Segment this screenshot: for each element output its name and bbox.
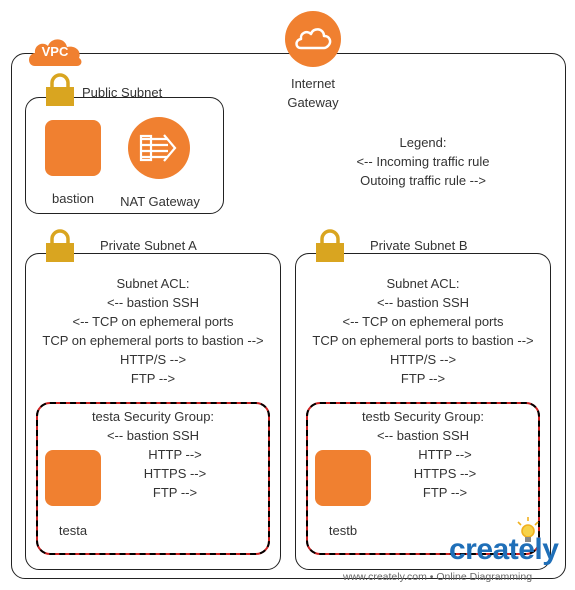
legend-incoming: <-- Incoming traffic rule bbox=[356, 154, 490, 169]
lock-icon bbox=[316, 229, 344, 262]
bastion-label: bastion bbox=[52, 191, 94, 206]
private-subnet-b-title: Private Subnet B bbox=[370, 238, 468, 253]
nat-gateway-icon[interactable] bbox=[128, 117, 190, 179]
creately-footer-url: www.creately.com • Online Diagramming bbox=[343, 571, 533, 583]
acl-line: Subnet ACL: bbox=[116, 276, 190, 291]
sg-rule: HTTPS --> bbox=[413, 466, 477, 481]
acl-line: <-- bastion SSH bbox=[106, 295, 200, 310]
testb-security-group-box bbox=[306, 402, 540, 555]
legend-title: Legend: bbox=[399, 135, 447, 150]
private-subnet-a-title: Private Subnet A bbox=[100, 238, 197, 253]
internet-gateway-label: Internet Gateway bbox=[263, 74, 363, 112]
acl-line: HTTP/S --> bbox=[389, 352, 457, 367]
legend-outgoing: Outoing traffic rule --> bbox=[360, 173, 486, 188]
vpc-boundary bbox=[11, 53, 566, 579]
public-subnet-box bbox=[25, 97, 224, 214]
testb-sg-title: testb Security Group: bbox=[361, 409, 485, 424]
nat-gateway-label: NAT Gateway bbox=[120, 194, 200, 209]
testb-instance-icon[interactable] bbox=[315, 450, 371, 506]
subnet-a-acl: Subnet ACL: <-- bastion SSH <-- TCP on e… bbox=[25, 274, 281, 388]
acl-line: TCP on ephemeral ports to bastion --> bbox=[312, 333, 534, 348]
subnet-b-acl: Subnet ACL: <-- bastion SSH <-- TCP on e… bbox=[295, 274, 551, 388]
public-subnet-title: Public Subnet bbox=[82, 85, 163, 100]
acl-line: <-- TCP on ephemeral ports bbox=[72, 314, 234, 329]
testa-label: testa bbox=[58, 523, 88, 538]
testa-instance-icon[interactable] bbox=[45, 450, 101, 506]
legend: Legend: <-- Incoming traffic rule Outoin… bbox=[330, 133, 516, 190]
sg-rule: <-- bastion SSH bbox=[376, 428, 470, 443]
testb-label: testb bbox=[328, 523, 358, 538]
creately-logo: creately bbox=[449, 533, 559, 566]
lock-icon bbox=[46, 229, 74, 262]
lightbulb-icon bbox=[517, 517, 539, 542]
vpc-cloud-icon bbox=[29, 39, 82, 66]
sg-rule: FTP --> bbox=[422, 485, 468, 500]
vpc-label: VPC bbox=[41, 44, 69, 59]
sg-rule: <-- bastion SSH bbox=[106, 428, 200, 443]
testa-sg-rules: HTTP --> HTTPS --> FTP --> bbox=[130, 445, 220, 502]
sg-rule: HTTP --> bbox=[148, 447, 202, 462]
sg-rule: HTTP --> bbox=[418, 447, 472, 462]
sg-rule: FTP --> bbox=[152, 485, 198, 500]
acl-line: <-- TCP on ephemeral ports bbox=[342, 314, 504, 329]
testa-security-group-box bbox=[36, 402, 270, 555]
acl-line: TCP on ephemeral ports to bastion --> bbox=[42, 333, 264, 348]
acl-line: <-- bastion SSH bbox=[376, 295, 470, 310]
private-subnet-a-box bbox=[25, 253, 281, 570]
private-subnet-b-box bbox=[295, 253, 551, 570]
testa-sg-title: testa Security Group: bbox=[91, 409, 215, 424]
igw-line-2: Gateway bbox=[287, 95, 339, 110]
internet-gateway-icon bbox=[285, 11, 341, 67]
acl-line: HTTP/S --> bbox=[119, 352, 187, 367]
acl-line: FTP --> bbox=[400, 371, 446, 386]
lock-icon bbox=[46, 73, 74, 106]
acl-line: FTP --> bbox=[130, 371, 176, 386]
sg-rule: HTTPS --> bbox=[143, 466, 207, 481]
testb-sg-rules: HTTP --> HTTPS --> FTP --> bbox=[400, 445, 490, 502]
igw-line-1: Internet bbox=[290, 76, 336, 91]
bastion-instance-icon[interactable] bbox=[45, 120, 101, 176]
acl-line: Subnet ACL: bbox=[386, 276, 460, 291]
